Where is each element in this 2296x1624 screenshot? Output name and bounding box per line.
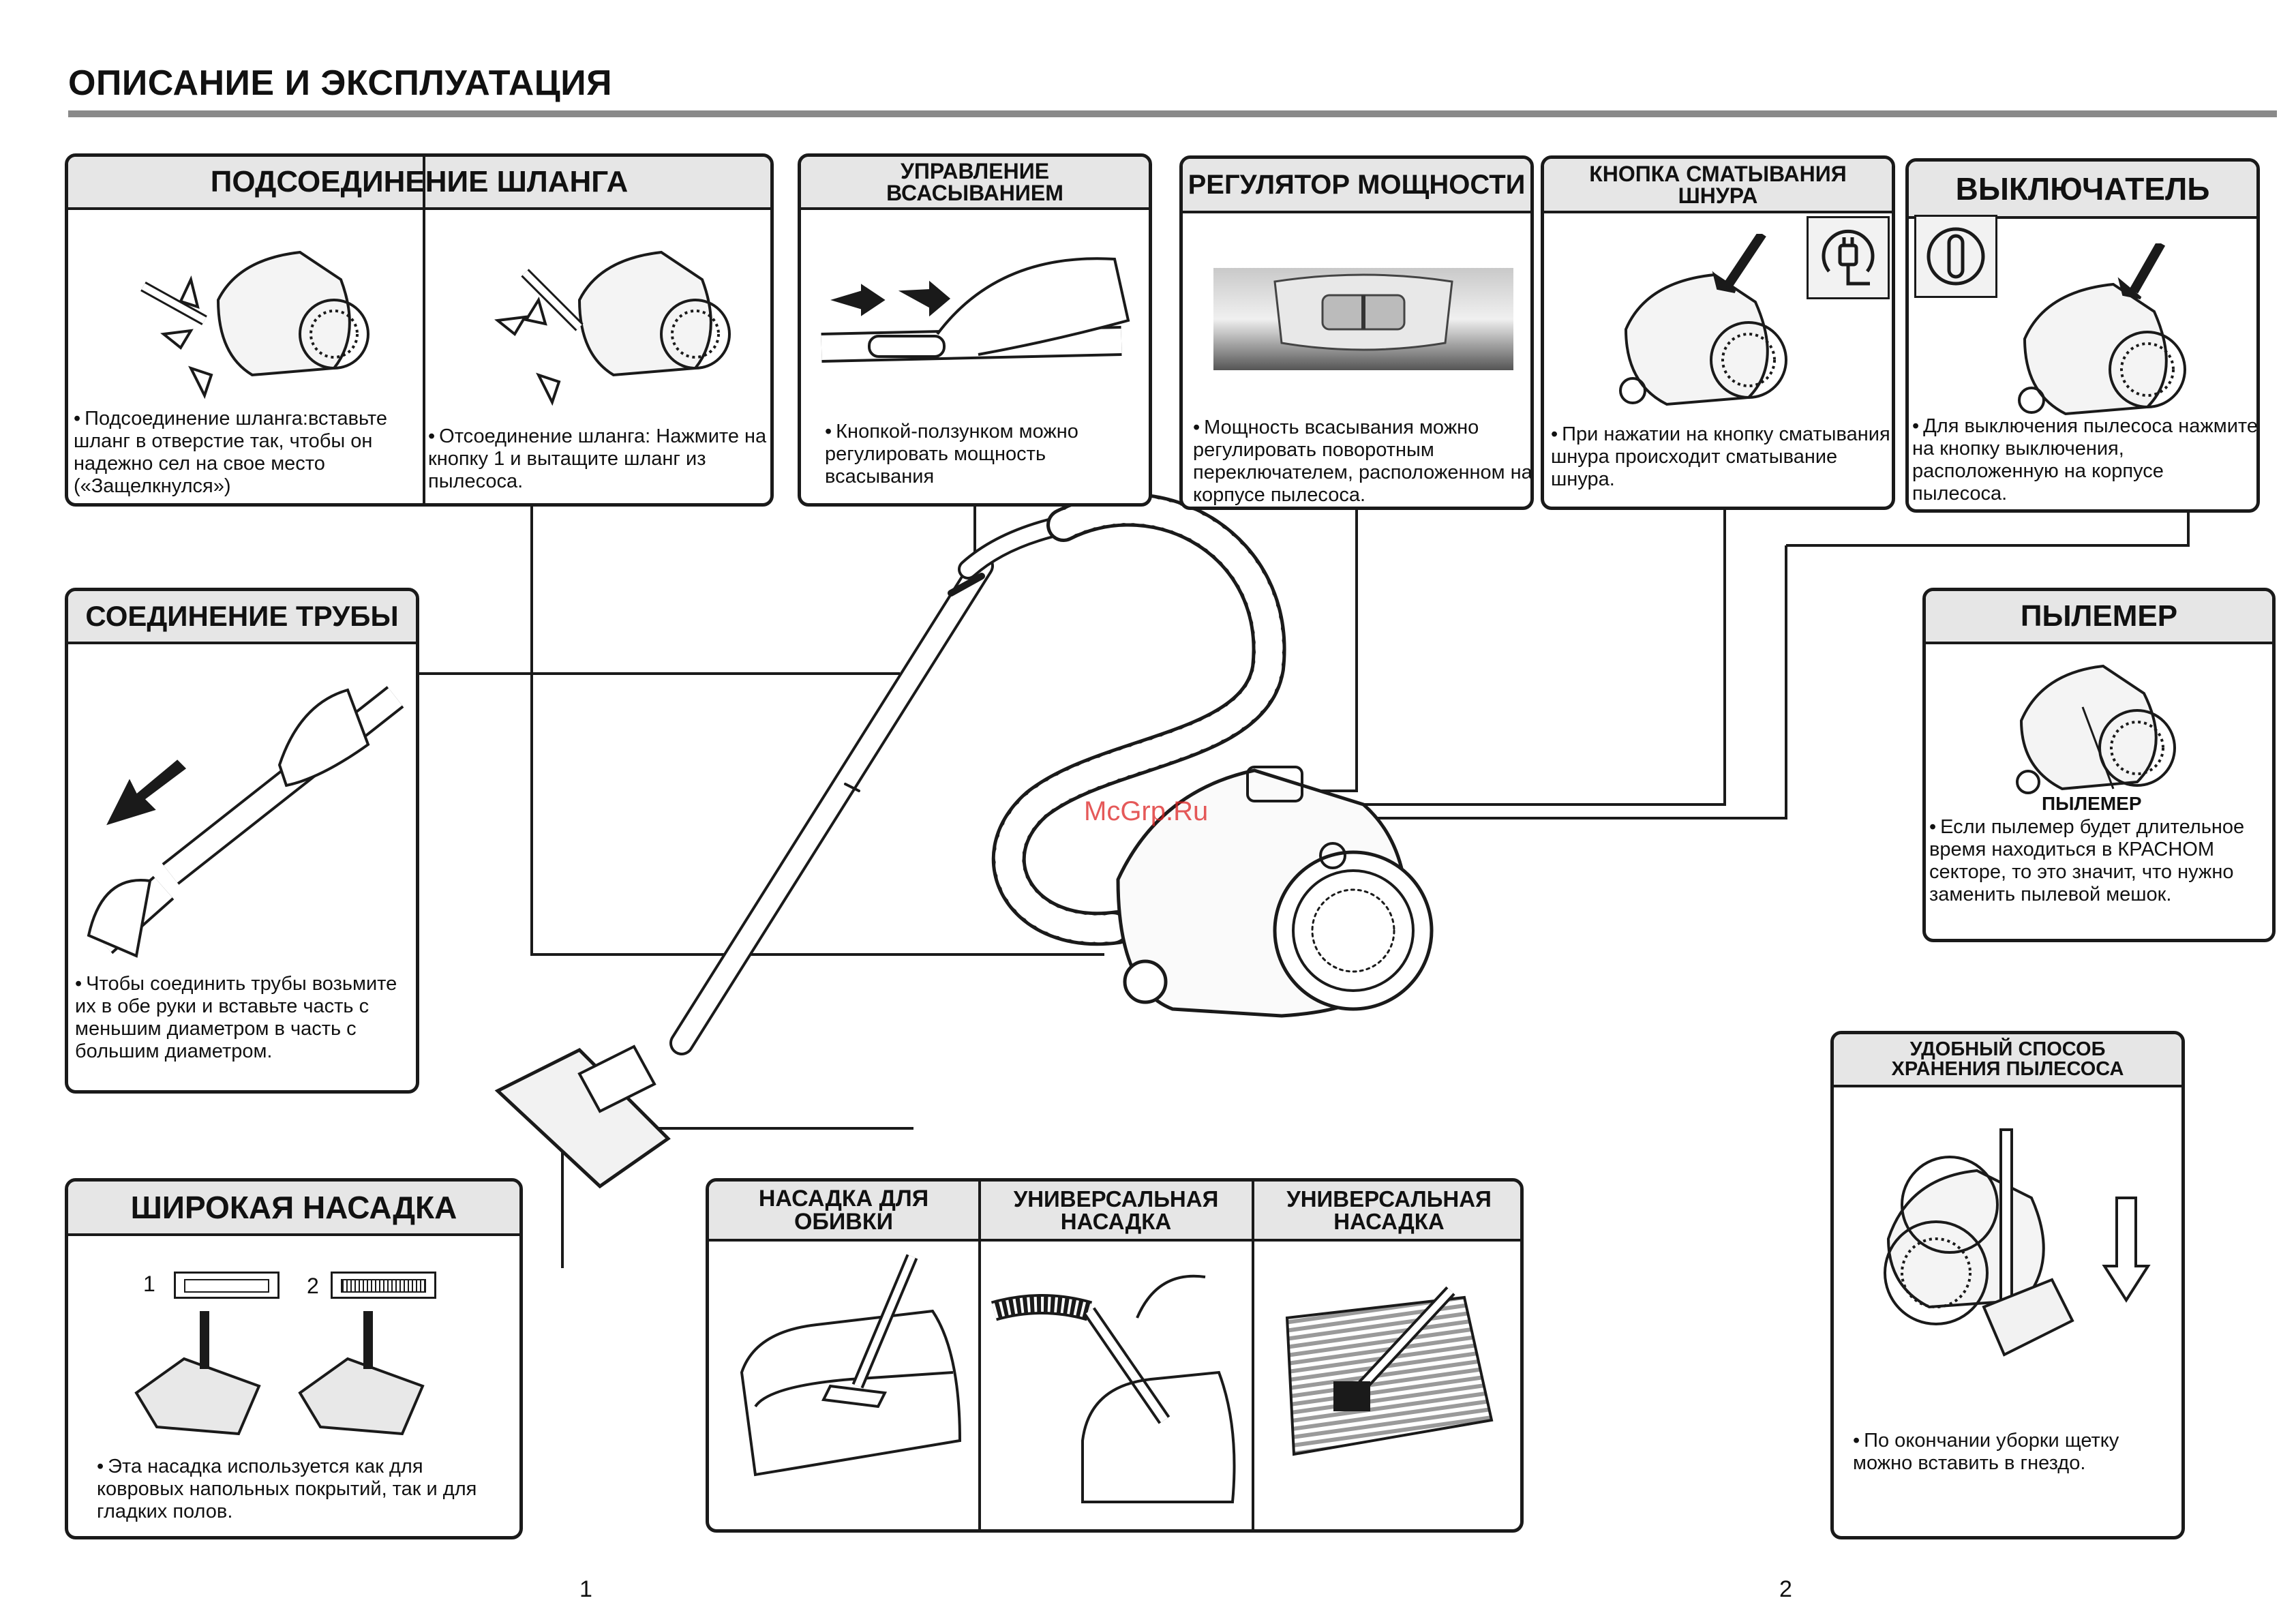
wide-nozzle-illustration	[134, 1311, 425, 1436]
nozzle-mode-2-label: 2	[307, 1274, 319, 1298]
hose-attach-illustration	[140, 250, 369, 400]
power-regulator-title: РЕГУЛЯТОР МОЩНОСТИ	[1183, 159, 1530, 213]
page-number-right: 2	[1779, 1576, 1792, 1602]
watermark: McGrp.Ru	[1084, 796, 1209, 826]
suction-control-panel: УПРАВЛЕНИЕ ВСАСЫВАНИЕМ Кнопкой-ползунком…	[798, 153, 1152, 507]
plug-icon	[1807, 216, 1890, 299]
universal-nozzle-title-2: УНИВЕРСАЛЬНАЯ НАСАДКА	[1286, 1186, 1492, 1234]
pipe-connection-panel: СОЕДИНЕНИЕ ТРУБЫ Чтобы соединить трубы в…	[65, 588, 419, 1094]
power-button-icon	[1914, 215, 1997, 298]
cord-rewind-illustration	[1619, 234, 1787, 406]
nozzle-mode-1-icon	[174, 1272, 280, 1299]
universal-nozzle-title-1: УНИВЕРСАЛЬНАЯ НАСАДКА	[1013, 1186, 1219, 1234]
switch-illustration	[2018, 243, 2186, 416]
cord-rewind-title: КНОПКА СМАТЫВАНИЯ ШНУРА	[1544, 159, 1892, 213]
upholstery-nozzle-title: НАСАДКА ДЛЯ ОБИВКИ	[758, 1186, 929, 1235]
suction-slider-illustration	[821, 257, 1130, 363]
switch-panel: ВЫКЛЮЧАТЕЛЬ Для выключения пылесоса нажм…	[1905, 158, 2260, 513]
hose-connection-title: ПОДСОЕДИНЕНИЕ ШЛАНГА	[68, 157, 770, 210]
nozzles-divider-1	[978, 1182, 981, 1529]
panel-divider	[423, 157, 425, 503]
page-number-left: 1	[579, 1576, 592, 1602]
wide-nozzle-title: ШИРОКАЯ НАСАДКА	[68, 1182, 519, 1236]
storage-title: УДОБНЫЙ СПОСОБ ХРАНЕНИЯ ПЫЛЕСОСА	[1834, 1034, 2181, 1087]
cord-rewind-text: При нажатии на кнопку сматывания шнура п…	[1551, 423, 1892, 491]
universal-nozzle-illustration-2	[1285, 1286, 1494, 1456]
nozzles-header: НАСАДКА ДЛЯ ОБИВКИ УНИВЕРСАЛЬНАЯ НАСАДКА…	[709, 1182, 1520, 1242]
dust-meter-title: ПЫЛЕМЕР	[1926, 591, 2272, 644]
suction-control-text: Кнопкой-ползунком можно регулировать мощ…	[825, 421, 1138, 488]
pipe-connection-text: Чтобы соединить трубы возьмите их в обе …	[75, 973, 416, 1063]
wide-nozzle-text: Эта насадка используется как для ковровы…	[97, 1456, 506, 1523]
nozzle-mode-2-icon	[331, 1272, 436, 1299]
storage-illustration	[1884, 1128, 2151, 1357]
suction-control-title: УПРАВЛЕНИЕ ВСАСЫВАНИЕМ	[801, 157, 1149, 210]
storage-panel: УДОБНЫЙ СПОСОБ ХРАНЕНИЯ ПЫЛЕСОСА По окон…	[1830, 1031, 2185, 1539]
dust-meter-text: Если пылемер будет длительное время нахо…	[1929, 816, 2272, 906]
power-regulator-text: Мощность всасывания можно регулировать п…	[1193, 417, 1530, 507]
nozzles-panel: НАСАДКА ДЛЯ ОБИВКИ УНИВЕРСАЛЬНАЯ НАСАДКА…	[706, 1178, 1524, 1533]
hose-connection-panel: ПОДСОЕДИНЕНИЕ ШЛАНГА Подсоединение шланг…	[65, 153, 774, 507]
dust-meter-panel: ПЫЛЕМЕР ПЫЛЕМЕР Если пылемер будет длите…	[1922, 588, 2276, 942]
storage-text: По окончании уборки щетку можно вставить…	[1853, 1430, 2173, 1475]
hose-attach-text: Подсоединение шланга:вставьте шланг в от…	[74, 408, 414, 498]
dust-meter-label: ПЫЛЕМЕР	[2042, 793, 2142, 814]
dust-meter-illustration	[2016, 664, 2176, 794]
power-regulator-panel: РЕГУЛЯТОР МОЩНОСТИ Мощность всасывания м…	[1179, 155, 1534, 510]
page-title: ОПИСАНИЕ И ЭКСПЛУАТАЦИЯ	[68, 63, 613, 103]
wide-nozzle-panel: ШИРОКАЯ НАСАДКА 1 2 Эта насадка использу…	[65, 1178, 523, 1539]
power-dial-photo	[1213, 268, 1513, 370]
universal-nozzle-illustration-1	[991, 1274, 1236, 1503]
pipe-connection-illustration	[87, 686, 404, 958]
switch-title: ВЫКЛЮЧАТЕЛЬ	[1909, 162, 2256, 219]
nozzles-divider-2	[1252, 1182, 1254, 1529]
hose-detach-text: Отсоединение шланга: Нажмите на кнопку 1…	[428, 425, 769, 493]
upholstery-nozzle-illustration	[740, 1254, 962, 1477]
title-rule	[68, 110, 2277, 117]
hose-detach-illustration	[494, 250, 731, 406]
switch-text: Для выключения пылесоса нажмите на кнопк…	[1912, 415, 2256, 505]
nozzle-mode-1-label: 1	[143, 1272, 155, 1296]
cord-rewind-panel: КНОПКА СМАТЫВАНИЯ ШНУРА При нажатии на к…	[1541, 155, 1895, 510]
pipe-connection-title: СОЕДИНЕНИЕ ТРУБЫ	[68, 591, 416, 644]
